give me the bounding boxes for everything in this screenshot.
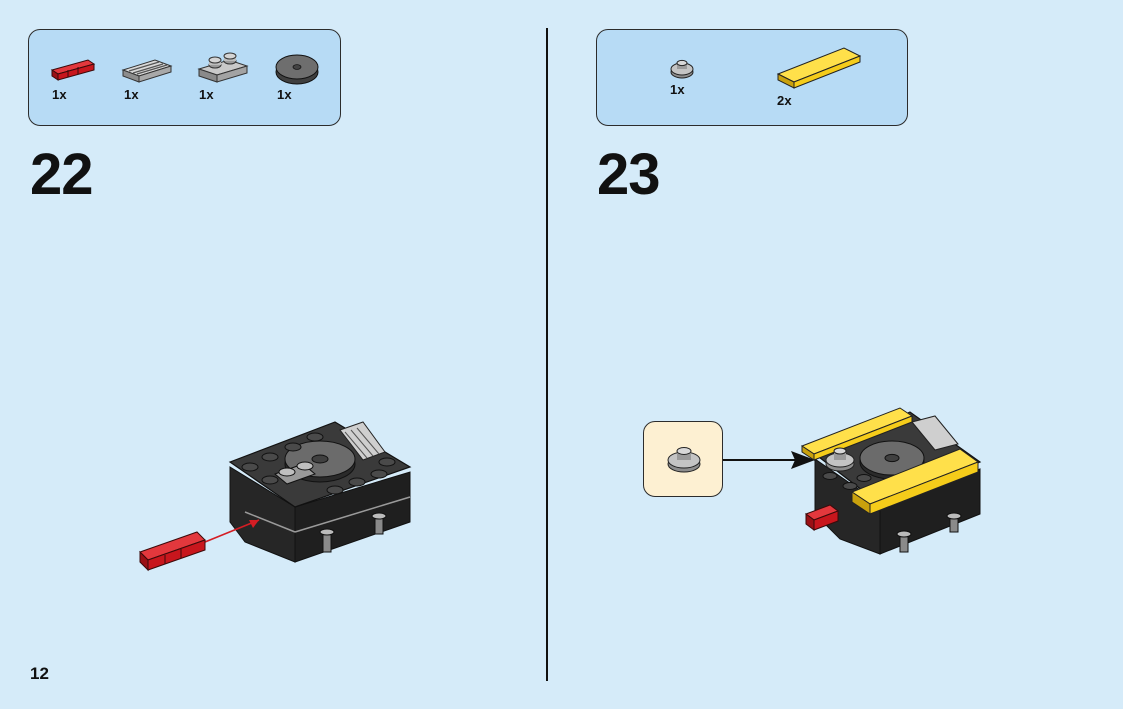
- part-quantity: 2x: [777, 93, 792, 108]
- step-number-23: 23: [597, 142, 661, 207]
- page-divider: [546, 28, 548, 681]
- step-number-22: 22: [30, 142, 94, 207]
- dark-round-tile-icon: [275, 54, 319, 85]
- part-quantity: 1x: [52, 87, 67, 102]
- gray-round-plate-icon: [670, 59, 694, 79]
- page-number: 12: [30, 664, 49, 683]
- part-quantity: 1x: [199, 87, 214, 102]
- part-quantity: 1x: [124, 87, 139, 102]
- red-pin-icon: [50, 59, 96, 81]
- step-22-assembly-illustration: [139, 421, 412, 572]
- step-23-assembly-illustration: [800, 407, 982, 555]
- placement-arrow: [723, 451, 815, 469]
- gray-grille-tile-icon: [121, 59, 173, 83]
- part-quantity: 1x: [277, 87, 292, 102]
- part-quantity: 1x: [670, 82, 685, 97]
- parts-list-step-23: [596, 29, 908, 126]
- gray-plate-1x2-icon: [197, 52, 249, 83]
- yellow-tile-icon: [776, 47, 862, 89]
- gray-round-plate-icon: [667, 447, 701, 473]
